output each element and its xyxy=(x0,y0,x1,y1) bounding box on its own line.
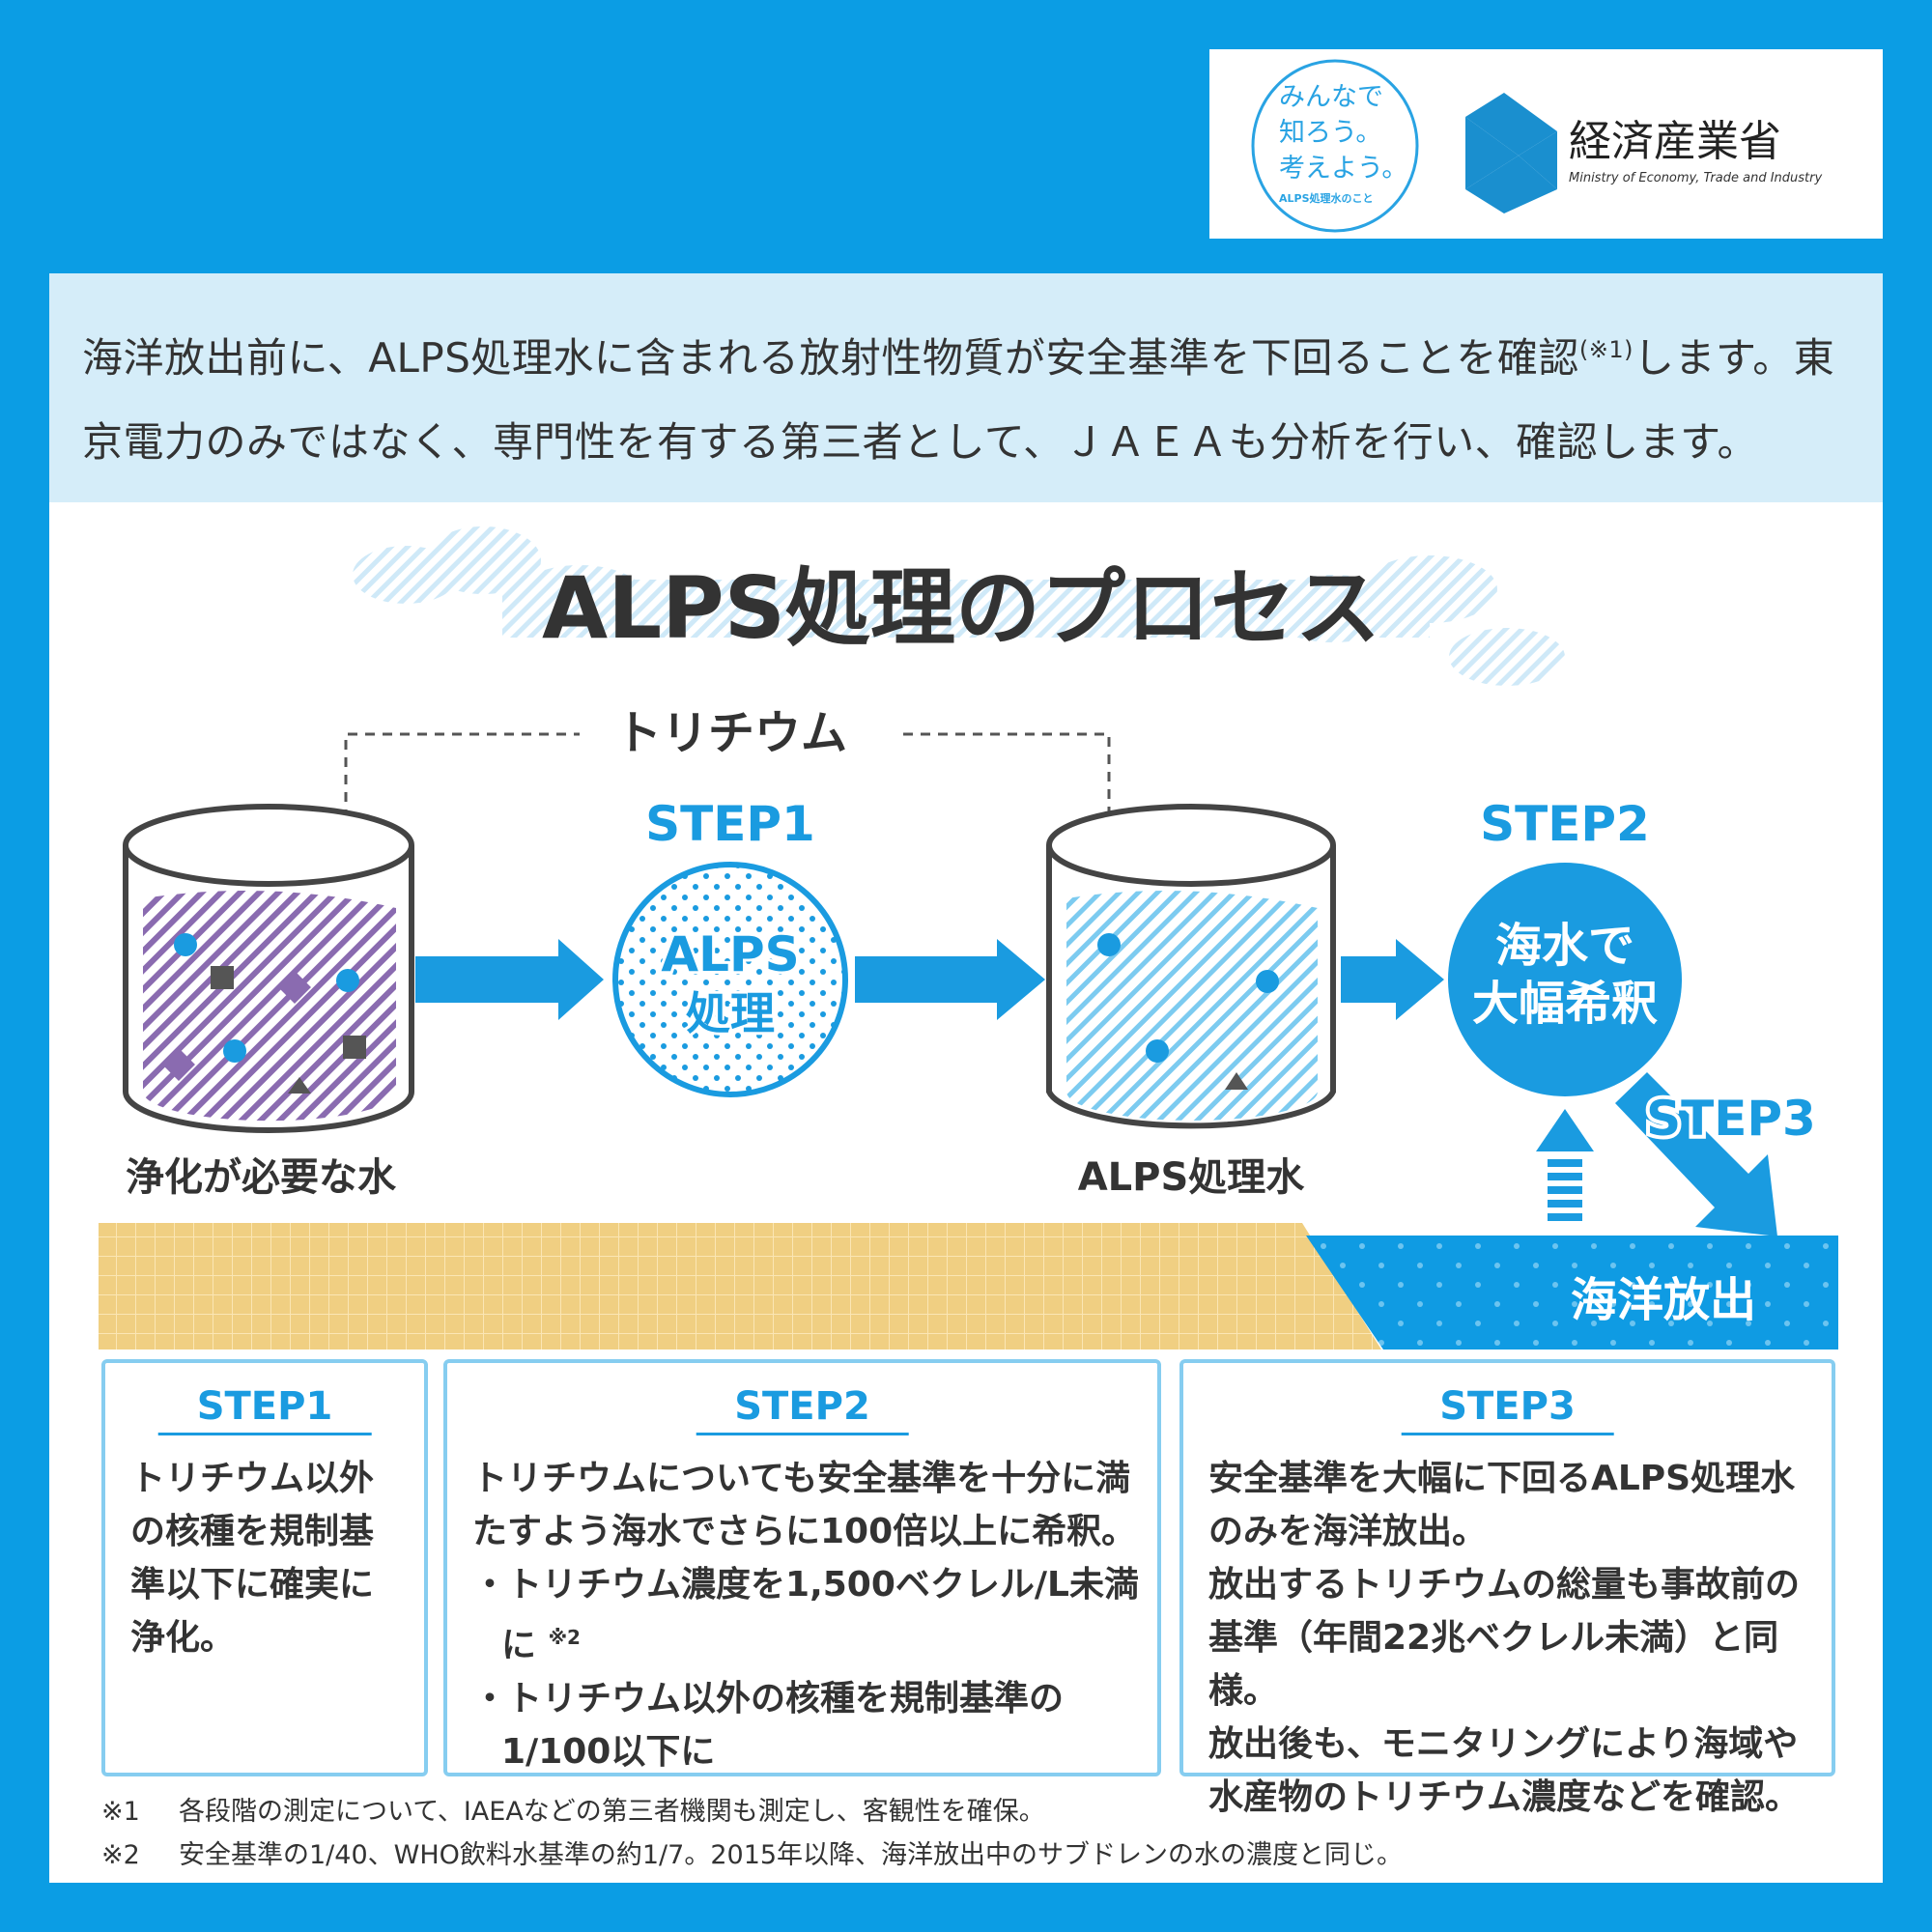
dilution-circle xyxy=(1448,863,1682,1096)
step3-description: 放出後も、モニタリングにより海域や水産物のトリチウム濃度などを確認。 xyxy=(1208,1724,1801,1817)
campaign-text: 考えよう。 xyxy=(1279,154,1407,184)
step3-label: STEP3 xyxy=(1646,1091,1816,1147)
step1-box-title: STEP1 xyxy=(157,1384,372,1435)
step3-box-title: STEP3 xyxy=(1401,1384,1614,1435)
ministry-name: 経済産業省 xyxy=(1569,117,1781,166)
step1-description: トリチウム以外の核種を規制基準以下に確実に浄化。 xyxy=(130,1459,375,1658)
campaign-text: ALPS処理水のこと xyxy=(1279,191,1374,205)
step2-description: トリチウムについても安全基準を十分に満たすよう海水でさらに100倍以上に希釈。 xyxy=(472,1459,1137,1551)
step3-description: 放出するトリチウムの総量も事故前の基準（年間22兆ベクレル未満）と同様。 xyxy=(1208,1565,1801,1711)
alps-circle-text: ALPS xyxy=(661,926,799,982)
step1-label: STEP1 xyxy=(645,796,815,852)
alps-filter-icon xyxy=(612,862,848,1097)
treated-water-tank-icon xyxy=(1046,804,1336,1129)
untreated-water-tank-icon xyxy=(123,804,414,1133)
campaign-text: みんなで xyxy=(1279,82,1383,112)
diagram-title: ALPS処理のプロセス xyxy=(542,558,1380,658)
intro-text: 海洋放出前に、ALPS処理水に含まれる放射性物質が安全基準を下回ることを確認(※… xyxy=(82,334,1835,466)
step2-label: STEP2 xyxy=(1480,796,1650,852)
meti-logo-icon xyxy=(1465,93,1557,213)
step1-box: STEP1 トリチウム以外の核種を規制基準以下に確実に浄化。 xyxy=(101,1359,428,1776)
untreated-water-label: 浄化が必要な水 xyxy=(126,1155,397,1200)
campaign-logo-icon xyxy=(1251,59,1419,233)
arrow-right-icon xyxy=(415,939,1444,1020)
step3-description: 安全基準を大幅に下回るALPS処理水のみを海洋放出。 xyxy=(1208,1459,1796,1551)
step2-bullet: ・トリチウム以外の核種を規制基準の1/100以下に xyxy=(472,1679,1065,1772)
intro-band: 海洋放出前に、ALPS処理水に含まれる放射性物質が安全基準を下回ることを確認(※… xyxy=(49,273,1883,502)
alps-circle-text: 処理 xyxy=(686,987,775,1039)
logo-banner: みんなで 知ろう。 考えよう。 ALPS処理水のこと 経済産業省 Ministr… xyxy=(1209,49,1883,239)
ministry-name-en: Ministry of Economy, Trade and Industry xyxy=(1569,171,1822,185)
step2-bullet: ・トリチウム濃度を1,500ベクレル/L未満に ※2 xyxy=(472,1565,1139,1665)
step2-box-title: STEP2 xyxy=(696,1384,909,1435)
step2-box: STEP2 トリチウムについても安全基準を十分に満たすよう海水でさらに100倍以… xyxy=(443,1359,1161,1776)
discharge-arrow-icon xyxy=(1615,1072,1777,1236)
cloud-decoration xyxy=(353,526,1565,686)
ocean-discharge-label: 海洋放出 xyxy=(1571,1273,1756,1327)
dilution-text: 大幅希釈 xyxy=(1472,977,1658,1031)
ocean-strip xyxy=(1306,1236,1838,1350)
dilution-text: 海水で xyxy=(1495,919,1634,973)
campaign-text: 知ろう。 xyxy=(1279,118,1381,148)
step3-box: STEP3 安全基準を大幅に下回るALPS処理水のみを海洋放出。 放出するトリチ… xyxy=(1179,1359,1835,1817)
seawater-intake-arrow-icon xyxy=(1536,1109,1594,1221)
tritium-label: トリチウム xyxy=(615,706,847,760)
treated-water-label: ALPS処理水 xyxy=(1078,1155,1306,1200)
logos: みんなで 知ろう。 考えよう。 ALPS処理水のこと 経済産業省 Ministr… xyxy=(1251,59,1822,233)
land-strip xyxy=(99,1223,1381,1350)
